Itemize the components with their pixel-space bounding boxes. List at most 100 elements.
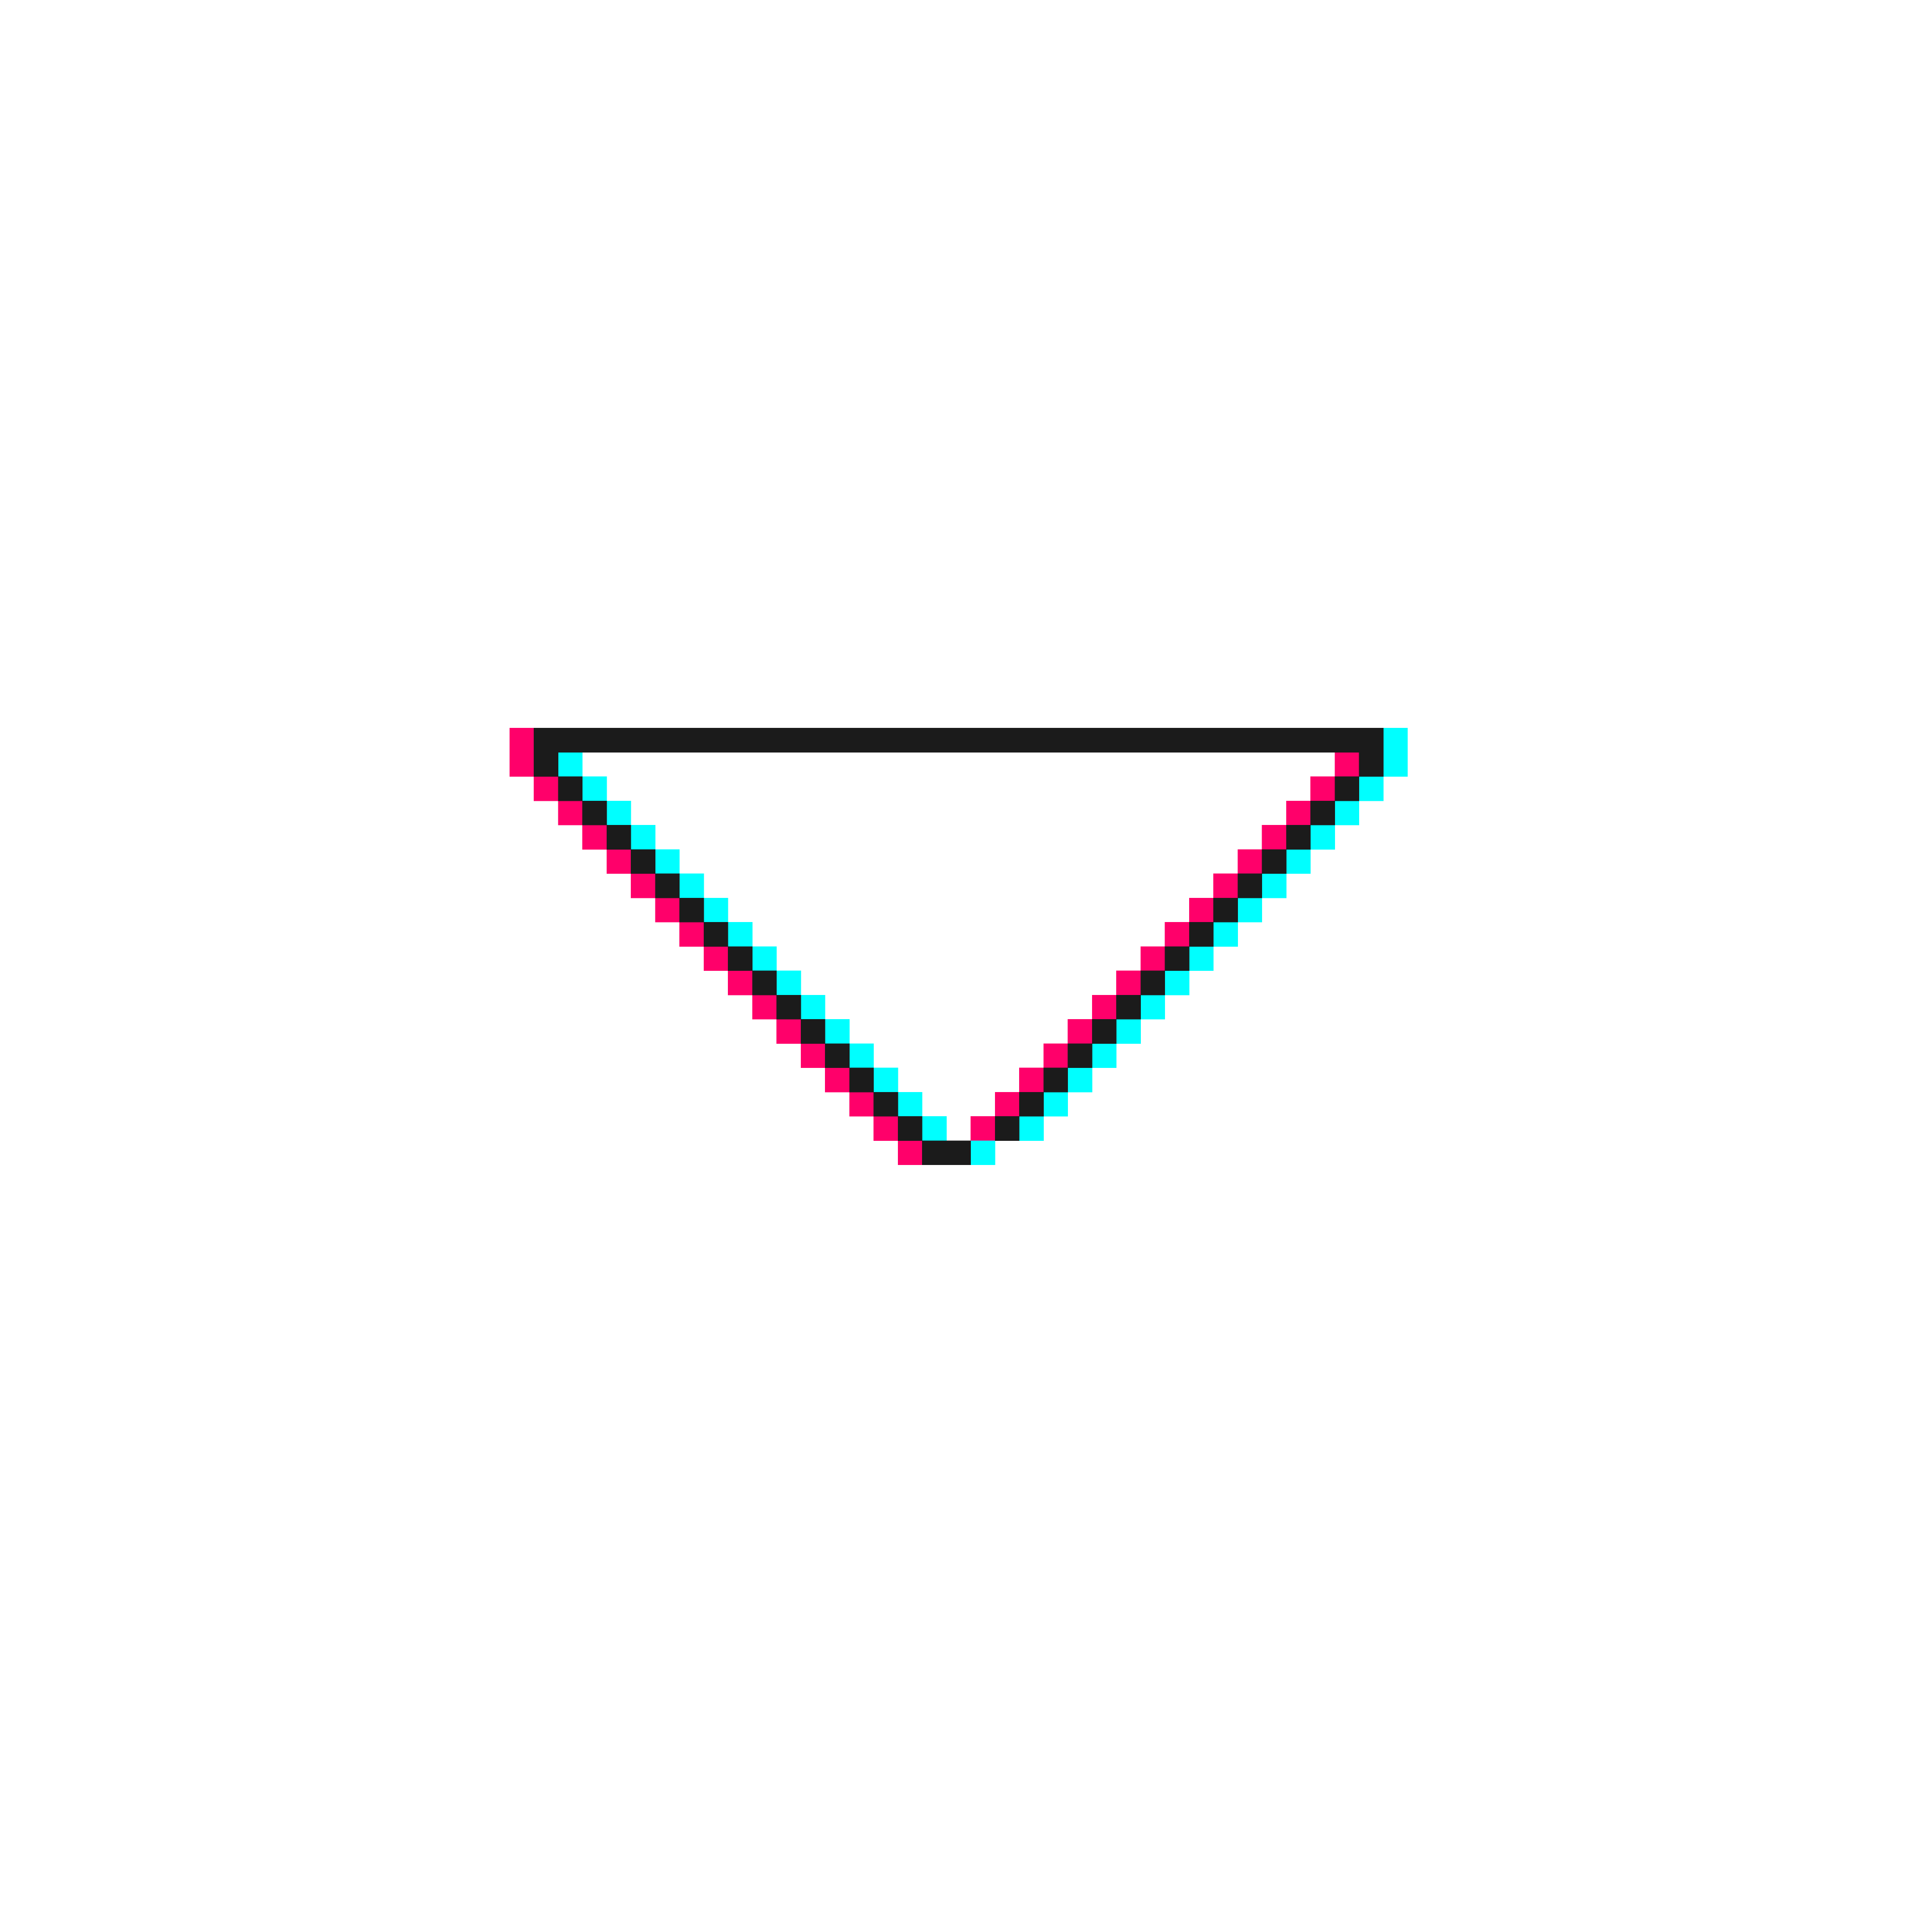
cyan-pixel (825, 1019, 850, 1044)
magenta-pixel (1165, 922, 1190, 947)
outline-pixel (728, 728, 753, 753)
outline-pixel (1043, 1067, 1068, 1093)
outline-pixel (631, 849, 655, 874)
magenta-pixel (728, 970, 753, 995)
outline-pixel (631, 728, 655, 753)
magenta-pixel (825, 1067, 850, 1093)
outline-pixel (534, 728, 558, 753)
outline-pixel (679, 728, 704, 753)
outline-pixel (534, 752, 558, 777)
magenta-pixel (703, 946, 728, 971)
magenta-pixel (1140, 946, 1165, 971)
magenta-pixel (800, 1043, 825, 1068)
outline-pixel (1286, 728, 1311, 753)
outline-pixel (752, 970, 777, 995)
outline-pixel (1335, 728, 1360, 753)
outline-pixel (994, 1116, 1020, 1141)
outline-pixel (1189, 728, 1214, 753)
outline-pixel (825, 1043, 850, 1068)
cyan-pixel (558, 752, 583, 777)
outline-pixel (582, 728, 607, 753)
outline-pixel (606, 728, 631, 753)
magenta-pixel (679, 922, 704, 947)
outline-pixel (1140, 728, 1165, 753)
outline-pixel (655, 728, 680, 753)
cyan-pixel (1335, 800, 1360, 825)
outline-pixel (655, 873, 680, 898)
magenta-pixel (873, 1116, 898, 1141)
magenta-pixel (509, 728, 534, 753)
cyan-pixel (1067, 1067, 1093, 1093)
cyan-pixel (582, 776, 607, 801)
magenta-pixel (1237, 849, 1263, 874)
outline-pixel (1359, 728, 1384, 753)
outline-pixel (703, 728, 728, 753)
magenta-pixel (606, 849, 631, 874)
outline-pixel (1019, 728, 1044, 753)
cyan-pixel (1092, 1043, 1117, 1068)
cyan-pixel (1310, 825, 1335, 850)
outline-pixel (728, 946, 753, 971)
magenta-pixel (970, 1116, 995, 1141)
outline-pixel (1310, 800, 1335, 825)
cyan-pixel (800, 994, 825, 1020)
cyan-pixel (1383, 728, 1408, 753)
magenta-pixel (1189, 897, 1214, 923)
outline-pixel (849, 1067, 874, 1093)
outline-pixel (825, 728, 850, 753)
outline-pixel (873, 1092, 898, 1117)
magenta-pixel (849, 1092, 874, 1117)
cyan-pixel (1359, 776, 1384, 801)
magenta-pixel (1335, 752, 1360, 777)
cyan-pixel (873, 1067, 898, 1093)
cyan-pixel (1189, 946, 1214, 971)
cyan-pixel (1043, 1092, 1068, 1117)
cyan-pixel (752, 946, 777, 971)
outline-pixel (800, 1019, 825, 1044)
cyan-pixel (1286, 849, 1311, 874)
magenta-pixel (509, 752, 534, 777)
magenta-pixel (752, 994, 777, 1020)
outline-pixel (922, 1140, 947, 1165)
cyan-pixel (1116, 1019, 1141, 1044)
outline-pixel (558, 728, 583, 753)
outline-pixel (558, 776, 583, 801)
magenta-pixel (534, 776, 558, 801)
magenta-pixel (1213, 873, 1238, 898)
magenta-pixel (1092, 994, 1117, 1020)
outline-pixel (873, 728, 898, 753)
cyan-pixel (776, 970, 801, 995)
cyan-pixel (970, 1140, 995, 1165)
cyan-pixel (703, 897, 728, 923)
magenta-pixel (558, 800, 583, 825)
cyan-pixel (679, 873, 704, 898)
outline-pixel (1043, 728, 1068, 753)
magenta-pixel (776, 1019, 801, 1044)
outline-pixel (776, 728, 801, 753)
outline-pixel (1165, 946, 1190, 971)
outline-pixel (1067, 1043, 1093, 1068)
cyan-pixel (631, 825, 655, 850)
cyan-pixel (1140, 994, 1165, 1020)
outline-pixel (1067, 728, 1093, 753)
outline-pixel (1116, 994, 1141, 1020)
outline-pixel (1262, 849, 1287, 874)
outline-pixel (1359, 752, 1384, 777)
outline-pixel (776, 994, 801, 1020)
cyan-pixel (606, 800, 631, 825)
cyan-pixel (1237, 897, 1263, 923)
magenta-pixel (897, 1140, 923, 1165)
magenta-pixel (1067, 1019, 1093, 1044)
cyan-pixel (922, 1116, 947, 1141)
triangle-outline-layer (534, 728, 1384, 1165)
cyan-pixel (849, 1043, 874, 1068)
outline-pixel (606, 825, 631, 850)
magenta-pixel (655, 897, 680, 923)
cyan-pixel (1213, 922, 1238, 947)
magenta-pixel (1043, 1043, 1068, 1068)
outline-pixel (1213, 897, 1238, 923)
outline-pixel (1286, 825, 1311, 850)
magenta-pixel (1116, 970, 1141, 995)
cyan-pixel (897, 1092, 923, 1117)
